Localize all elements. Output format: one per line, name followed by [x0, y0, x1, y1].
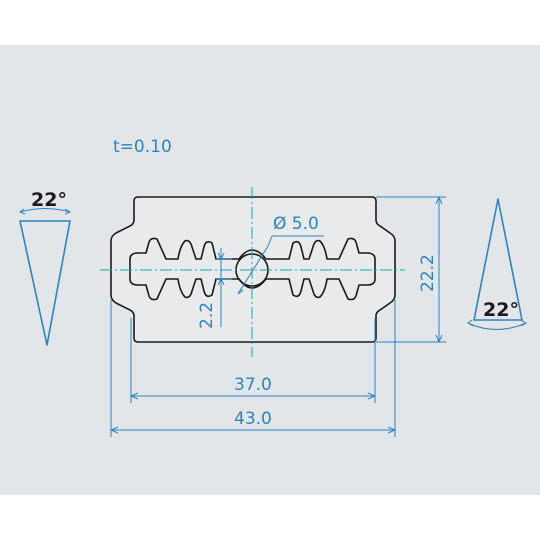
slot-width-dimension [216, 248, 232, 327]
overall-length-dimension [109, 300, 397, 437]
left-edge-profile [18, 208, 72, 346]
slot-width-label: 2.2 [197, 302, 217, 329]
hole-diameter-dimension [237, 235, 324, 295]
overall-length-label: 43.0 [234, 409, 272, 429]
inner-length-label: 37.0 [234, 375, 272, 395]
hole-diameter-label: Ø 5.0 [273, 214, 319, 234]
height-label: 22.2 [418, 254, 438, 292]
height-dimension [376, 195, 446, 344]
thickness-note: t=0.10 [113, 137, 172, 157]
right-edge-profile [467, 198, 527, 330]
left-angle-label: 22° [31, 189, 67, 211]
inner-length-dimension [129, 318, 377, 403]
right-angle-label: 22° [483, 299, 519, 321]
